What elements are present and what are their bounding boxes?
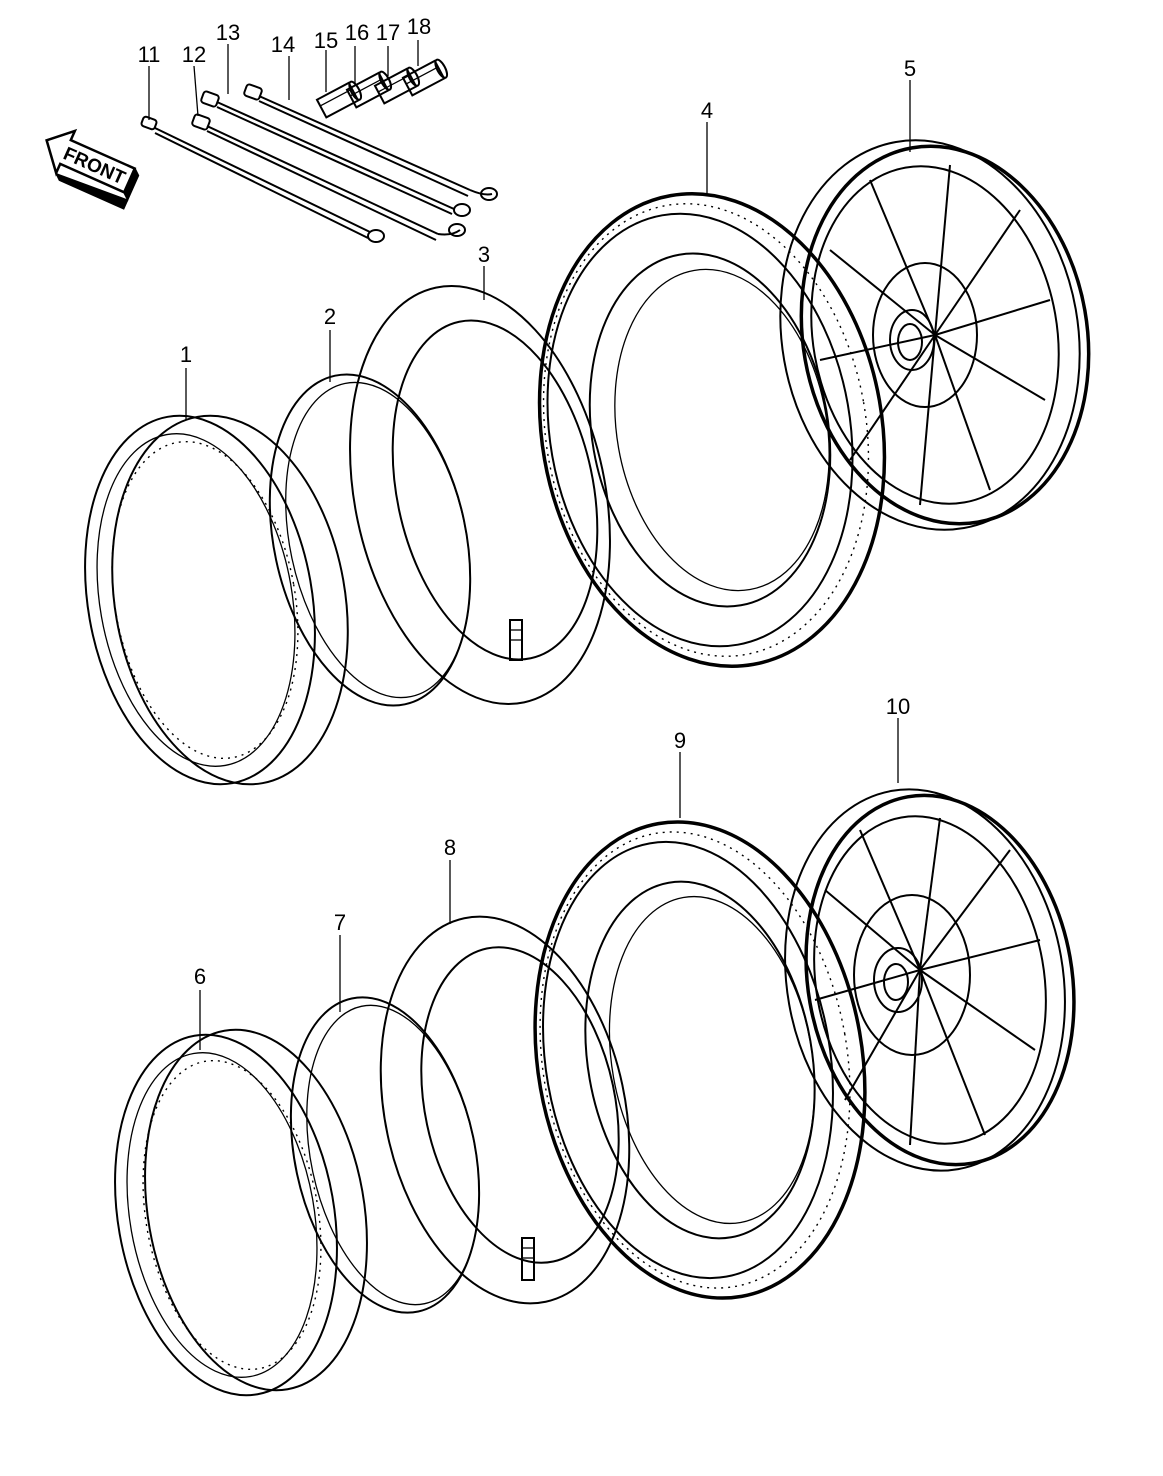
rim-band-2 [268,373,472,707]
rim-band-7 [289,996,481,1314]
callout-5: 5 [904,56,916,81]
callout-10: 10 [886,694,910,719]
inner-tube-3 [349,285,611,705]
nipple-18 [401,58,449,97]
valve-stem-top [509,619,523,661]
leader-lines [148,40,911,1050]
tire-9 [533,820,867,1300]
wheel-5 [779,139,1091,531]
callout-3: 3 [478,242,490,267]
spoke-13 [200,90,471,217]
callout-16: 16 [345,20,369,45]
callout-9: 9 [674,728,686,753]
callout-8: 8 [444,835,456,860]
rim-1 [84,414,349,786]
callout-18: 18 [407,14,431,39]
callouts: 1 2 3 4 5 6 7 8 9 10 11 12 13 14 15 16 1… [138,14,917,989]
callout-11: 11 [138,42,161,67]
callout-2: 2 [324,304,336,329]
callout-4: 4 [701,98,713,123]
spoke-set [140,58,498,243]
callout-7: 7 [334,910,346,935]
tire-4 [537,192,887,668]
callout-15: 15 [314,28,338,53]
front-direction-arrow: FRONT [45,128,140,210]
valve-stem-bottom [521,1237,535,1281]
wheel-10 [784,788,1076,1172]
callout-13: 13 [216,20,240,45]
callout-14: 14 [271,32,295,57]
inner-tube-8 [379,915,631,1305]
spoke-12 [191,113,466,241]
callout-17: 17 [376,20,400,45]
rim-6 [114,1028,368,1397]
spoke-11 [140,115,385,243]
nipple-15 [315,80,363,119]
callout-1: 1 [180,342,192,367]
spoke-14 [243,83,498,201]
callout-12: 12 [182,42,206,67]
callout-6: 6 [194,964,206,989]
